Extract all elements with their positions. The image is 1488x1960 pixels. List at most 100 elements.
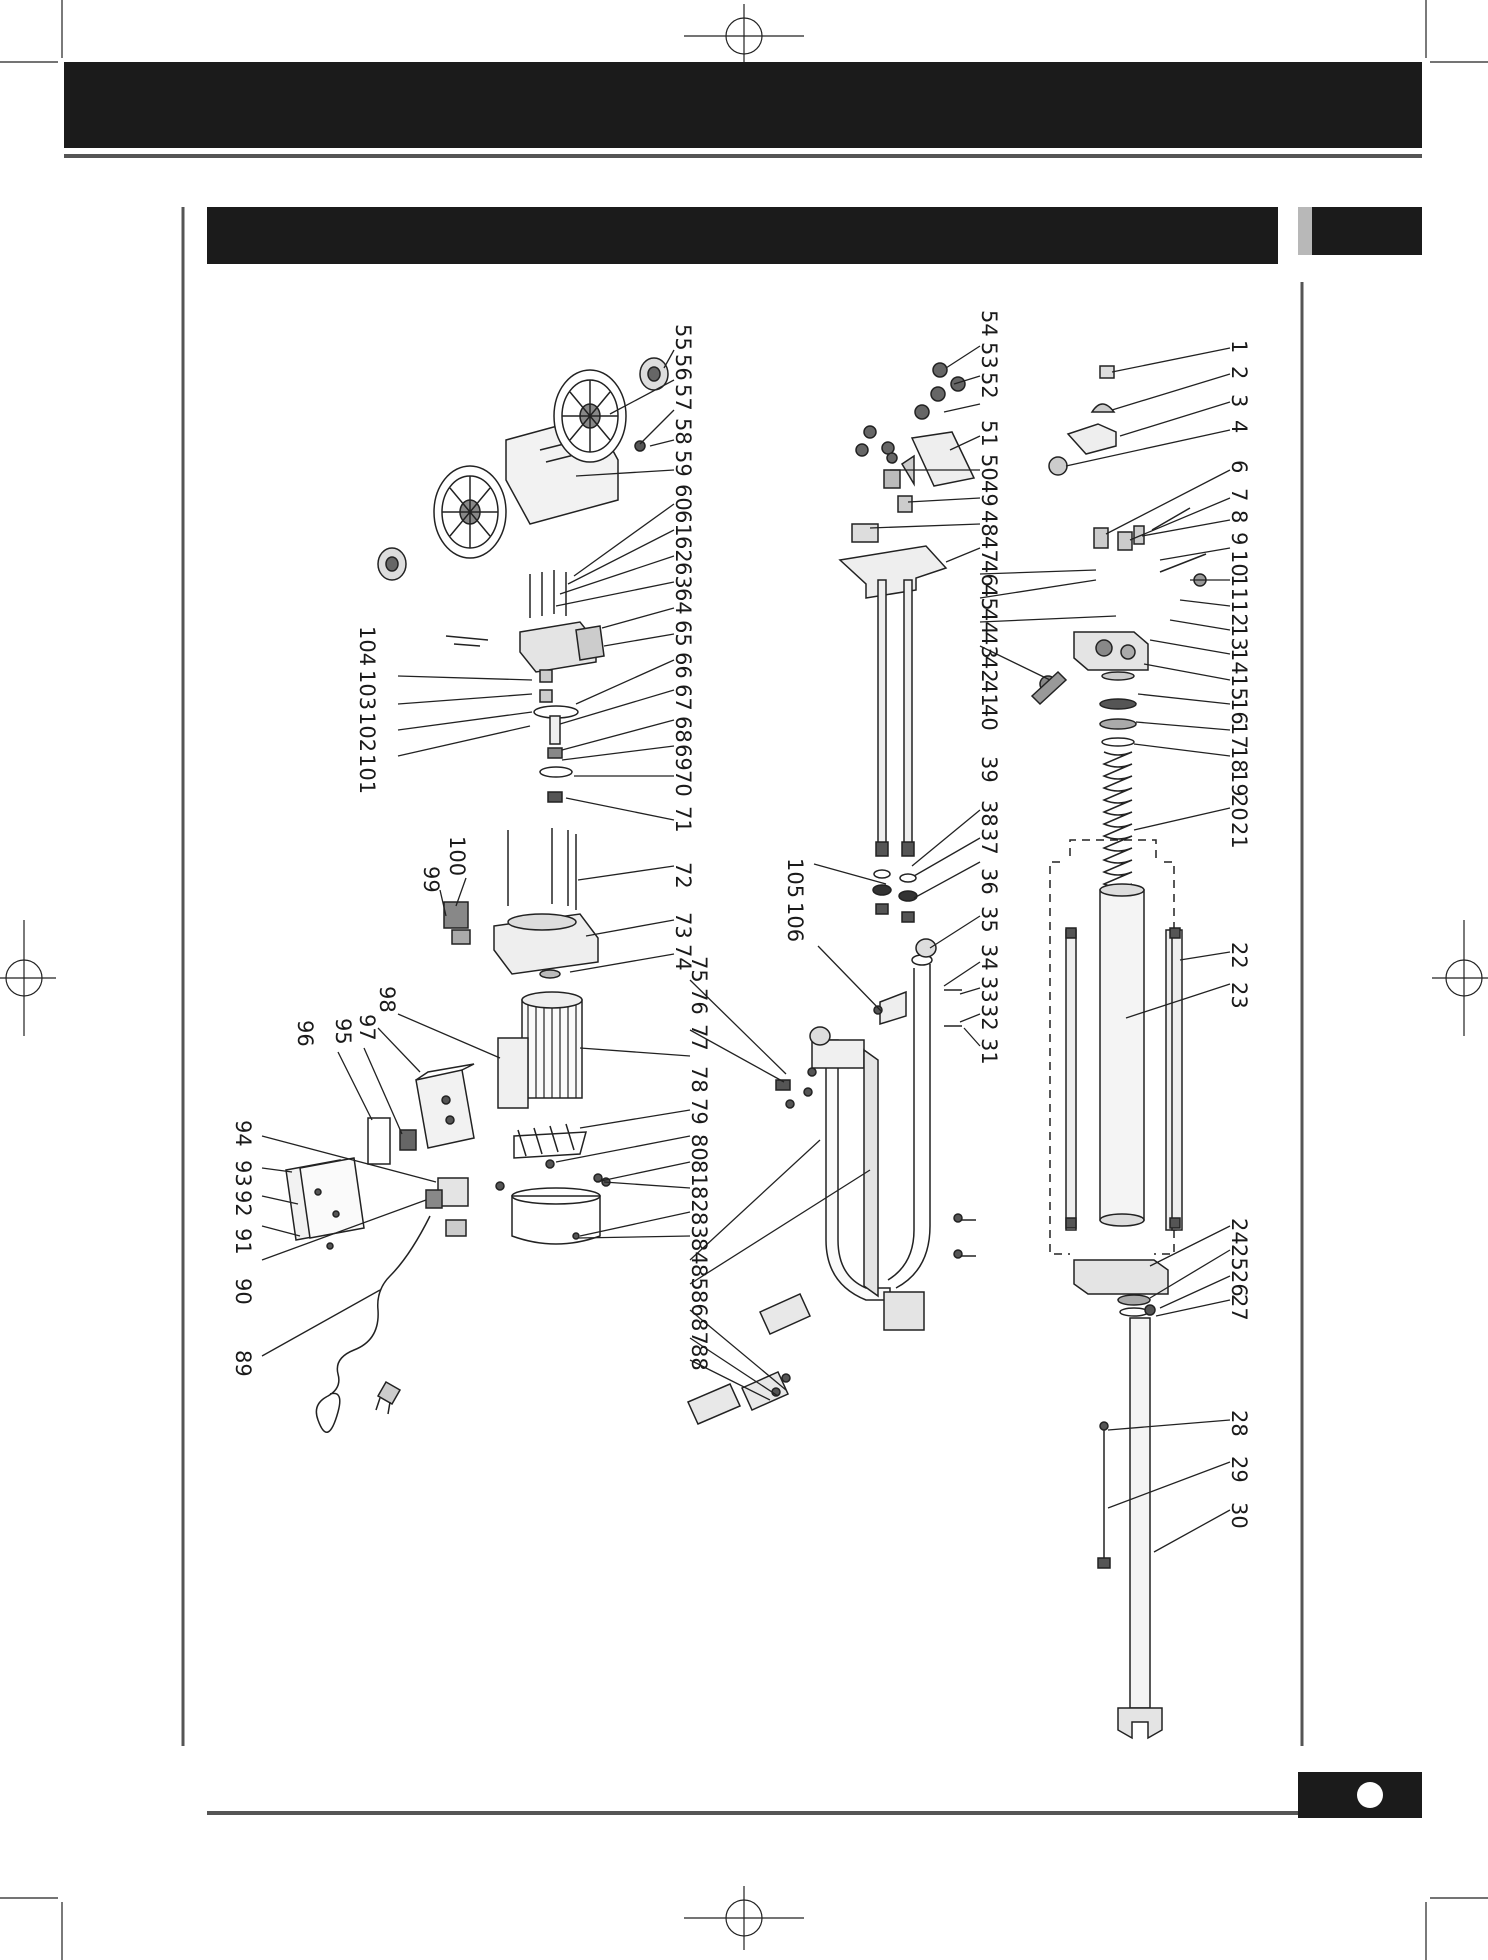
callout-85: 85 bbox=[687, 1264, 711, 1291]
side-tab-grey bbox=[1298, 207, 1312, 255]
callout-104: 104 bbox=[355, 626, 379, 666]
callout-69: 69 bbox=[671, 744, 695, 771]
callout-89: 89 bbox=[231, 1350, 255, 1377]
callout-10: 10 bbox=[1227, 550, 1251, 577]
callout-31: 31 bbox=[977, 1038, 1001, 1065]
callout-22: 22 bbox=[1227, 942, 1251, 969]
callout-87: 87 bbox=[687, 1318, 711, 1345]
callout-29: 29 bbox=[1227, 1456, 1251, 1483]
callout-42: 42 bbox=[977, 656, 1001, 683]
callout-13: 13 bbox=[1227, 624, 1251, 651]
callout-44: 44 bbox=[977, 608, 1001, 635]
callout-49: 49 bbox=[977, 480, 1001, 507]
callout-33: 33 bbox=[977, 976, 1001, 1003]
callout-96: 96 bbox=[293, 1020, 317, 1047]
callouts-left: 55 56 57 58 59 60 61 62 63 64 65 66 67 6… bbox=[231, 324, 695, 1377]
callout-61: 61 bbox=[671, 510, 695, 537]
callout-27: 27 bbox=[1227, 1294, 1251, 1321]
callout-86: 86 bbox=[687, 1290, 711, 1317]
callout-30: 30 bbox=[1227, 1502, 1251, 1529]
callout-57: 57 bbox=[671, 384, 695, 411]
callout-75: 75 bbox=[687, 956, 711, 983]
callout-105: 105 bbox=[783, 858, 807, 898]
callout-52: 52 bbox=[977, 372, 1001, 399]
callout-102: 102 bbox=[355, 712, 379, 752]
callout-71: 71 bbox=[671, 806, 695, 833]
callout-79: 79 bbox=[687, 1098, 711, 1125]
callout-88: 88 bbox=[687, 1344, 711, 1371]
callout-55: 55 bbox=[671, 324, 695, 351]
callout-14: 14 bbox=[1227, 648, 1251, 675]
callout-100: 100 bbox=[445, 836, 469, 876]
callout-23: 23 bbox=[1227, 982, 1251, 1009]
callout-54: 54 bbox=[977, 310, 1001, 337]
callout-4: 4 bbox=[1227, 420, 1251, 433]
registration-target-top bbox=[684, 4, 804, 68]
callout-39: 39 bbox=[977, 756, 1001, 783]
callout-59: 59 bbox=[671, 450, 695, 477]
callout-38: 38 bbox=[977, 800, 1001, 827]
callout-47: 47 bbox=[977, 536, 1001, 563]
callout-80: 80 bbox=[687, 1134, 711, 1161]
callout-56: 56 bbox=[671, 354, 695, 381]
callouts-right: 1 2 3 4 6 7 8 9 10 11 12 13 14 15 16 17 … bbox=[1227, 340, 1251, 1529]
callout-103: 103 bbox=[355, 670, 379, 710]
callout-66: 66 bbox=[671, 652, 695, 679]
callout-73: 73 bbox=[671, 912, 695, 939]
frame-assembly bbox=[687, 362, 976, 1425]
callout-32: 32 bbox=[977, 1004, 1001, 1031]
callout-70: 70 bbox=[671, 770, 695, 797]
callout-25: 25 bbox=[1227, 1244, 1251, 1271]
callouts-middle: 54 53 52 51 50 49 48 47 46 45 44 43 42 4… bbox=[687, 310, 1001, 1371]
callout-37: 37 bbox=[977, 828, 1001, 855]
callout-17: 17 bbox=[1227, 722, 1251, 749]
callout-50: 50 bbox=[977, 454, 1001, 481]
callout-83: 83 bbox=[687, 1212, 711, 1239]
callout-77: 77 bbox=[687, 1024, 711, 1051]
callout-60: 60 bbox=[671, 484, 695, 511]
callout-67: 67 bbox=[671, 684, 695, 711]
callout-8: 8 bbox=[1227, 510, 1251, 523]
callout-19: 19 bbox=[1227, 770, 1251, 797]
callout-74: 74 bbox=[671, 944, 695, 971]
callout-91: 91 bbox=[231, 1228, 255, 1255]
leader-lines bbox=[261, 345, 1231, 1553]
callout-28: 28 bbox=[1227, 1410, 1251, 1437]
callout-21: 21 bbox=[1227, 822, 1251, 849]
callout-35: 35 bbox=[977, 906, 1001, 933]
callout-43: 43 bbox=[977, 632, 1001, 659]
callout-58: 58 bbox=[671, 418, 695, 445]
callout-72: 72 bbox=[671, 862, 695, 889]
callout-45: 45 bbox=[977, 584, 1001, 611]
side-tab bbox=[1312, 207, 1422, 255]
callout-64: 64 bbox=[671, 588, 695, 615]
callout-95: 95 bbox=[331, 1018, 355, 1045]
callout-41: 41 bbox=[977, 680, 1001, 707]
callout-40: 40 bbox=[977, 704, 1001, 731]
callout-101: 101 bbox=[355, 754, 379, 794]
callout-6: 6 bbox=[1227, 460, 1251, 473]
callout-46: 46 bbox=[977, 560, 1001, 587]
motor-assembly bbox=[285, 357, 669, 1433]
page-number-dot-icon bbox=[1357, 1782, 1383, 1808]
registration-target-right bbox=[1432, 920, 1488, 1036]
callout-34: 34 bbox=[977, 944, 1001, 971]
column-assembly bbox=[1030, 365, 1207, 1740]
callout-24: 24 bbox=[1227, 1218, 1251, 1245]
callout-3: 3 bbox=[1227, 394, 1251, 407]
registration-target-bottom bbox=[684, 1886, 804, 1950]
callout-81: 81 bbox=[687, 1160, 711, 1187]
callout-97: 97 bbox=[355, 1014, 379, 1041]
callout-16: 16 bbox=[1227, 698, 1251, 725]
callout-76: 76 bbox=[687, 988, 711, 1015]
callout-20: 20 bbox=[1227, 794, 1251, 821]
callout-98: 98 bbox=[375, 986, 399, 1013]
callout-63: 63 bbox=[671, 562, 695, 589]
callout-90: 90 bbox=[231, 1278, 255, 1305]
callout-68: 68 bbox=[671, 716, 695, 743]
callout-48: 48 bbox=[977, 510, 1001, 537]
callout-65: 65 bbox=[671, 620, 695, 647]
section-title-band bbox=[207, 207, 1278, 264]
